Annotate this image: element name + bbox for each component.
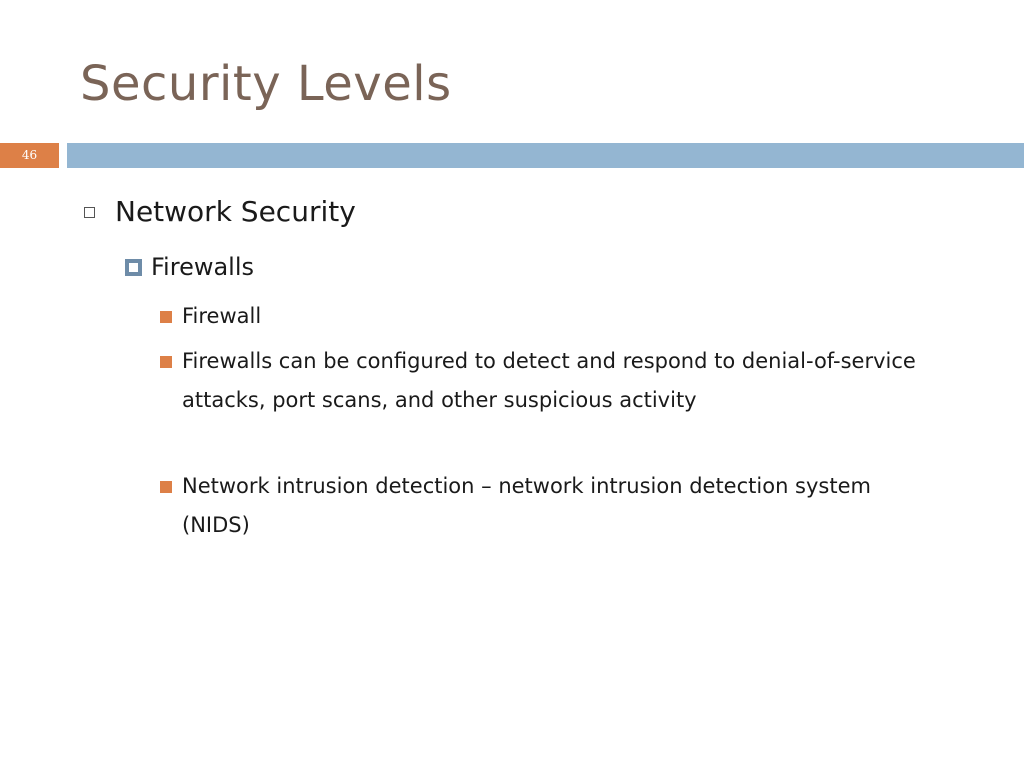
hollow-square-icon [84,207,95,218]
filled-square-icon [160,356,172,368]
bullet-text: Firewalls [151,253,255,281]
slide-number: 46 [21,148,38,162]
filled-square-icon [160,311,172,323]
bullet-text: Firewalls can be configured to detect an… [182,349,916,412]
slide-title: Security Levels [80,56,452,112]
header-accent-bar [67,143,1024,168]
bullet-text: Firewall [182,304,262,328]
filled-square-icon [160,481,172,493]
framed-square-icon [125,259,142,276]
bullet-text: Network intrusion detection – network in… [182,474,871,537]
bullet-text: Network Security [115,195,356,228]
slide-number-badge [0,143,59,168]
